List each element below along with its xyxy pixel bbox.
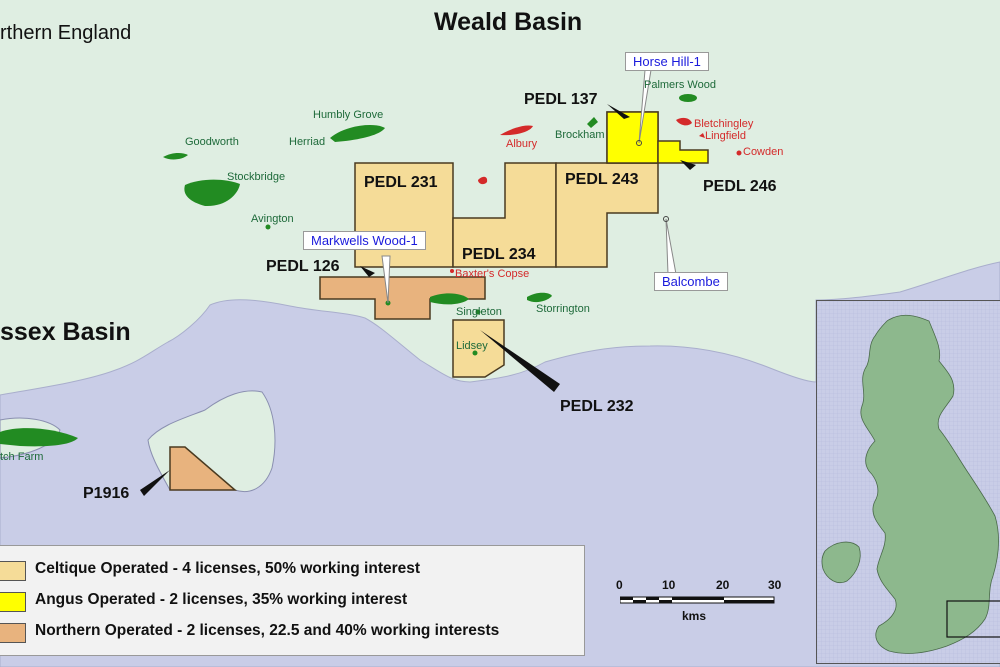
albury-discovery [500,125,533,136]
palmers-wood-field [679,94,697,102]
goodworth-label: Goodworth [185,136,239,148]
singleton-label: Singleton [456,306,502,318]
scale-tick-30: 30 [768,578,782,592]
stockbridge-label: Stockbridge [227,171,286,183]
legend-swatch-angus [0,592,26,612]
pedl-232-label: PEDL 232 [560,398,634,415]
lingfield-discovery [699,133,705,138]
horse-hill-1-callout: Horse Hill-1 [625,52,709,71]
pedl-232-block [452,319,505,378]
legend-label: Celtique Operated - 4 licenses, 50% work… [35,560,421,577]
baxters-copse-label: Baxter's Copse [455,268,530,280]
uk-outline [817,301,1000,663]
storrington-field [527,292,552,303]
wessex-basin-label: ssex Basin [0,318,131,346]
cowden-label: Cowden [743,146,784,158]
lidsey-label: Lidsey [456,340,488,352]
scale-bar-graphic [620,596,775,604]
bletchingley-discovery [676,117,692,126]
legend-label: Angus Operated - 2 licenses, 35% working… [35,591,408,608]
pedl-234-label: PEDL 234 [462,246,536,263]
wytch-farm-label: tch Farm [0,451,44,463]
discoveries [450,117,742,273]
lingfield-label: Lingfield [705,130,746,142]
lidsey-well [472,350,478,356]
balcombe-callout: Balcombe [654,272,728,291]
humbly-grove-field [330,125,385,142]
p1916-block [169,446,238,491]
herriad-label: Herriad [289,136,326,148]
humbly-grove-label: Humbly Grove [313,109,384,121]
baxters-copse-discovery [450,269,454,273]
pedl-137-label: PEDL 137 [524,91,598,108]
pedl-243-label: PEDL 243 [565,171,639,188]
label-pointers [140,104,696,496]
pedl-137-block-main [606,111,659,164]
palmers-wood-label: Palmers Wood [644,79,716,91]
pedl-246-label: PEDL 246 [703,178,777,195]
scale-bar: 0 10 20 30 kms [612,578,782,628]
wytch-farm-field [0,428,78,447]
avington-well [265,224,271,230]
northern-england-text: rthern England [0,22,132,44]
markwells-wood-1-callout: Markwells Wood-1 [303,231,426,250]
stockbridge-field [184,179,240,207]
weald-basin-label: Weald Basin [434,8,583,36]
storrington-label: Storrington [536,303,590,315]
markwells-field [430,293,469,305]
pedl-126-label: PEDL 126 [266,258,340,275]
cowden-discovery [736,150,742,156]
pedl-231-label: PEDL 231 [364,174,438,191]
inset-locator-box [946,600,1000,638]
pedl-126-block [319,276,486,320]
oil-fields [0,94,697,447]
goodworth-field [163,152,188,160]
bletchingley-label: Bletchingley [694,118,754,130]
scale-unit: kms [682,609,707,623]
scale-tick-0: 0 [616,578,623,592]
brockham-field [587,117,598,128]
brockham-label: Brockham [555,129,605,141]
uk-inset-map [816,300,1000,664]
pedl-246-block [657,140,709,164]
p1916-label: P1916 [83,485,130,502]
misc-discovery [478,176,488,185]
scale-tick-10: 10 [662,578,676,592]
singleton-well [475,309,481,315]
albury-label: Albury [506,138,538,150]
scale-tick-20: 20 [716,578,730,592]
legend-swatch-celtique [0,561,26,581]
legend-label: Northern Operated - 2 licenses, 22.5 and… [35,622,500,639]
legend-swatch-northern [0,623,26,643]
map-legend: Celtique Operated - 4 licenses, 50% work… [0,545,585,656]
avington-label: Avington [251,213,294,225]
